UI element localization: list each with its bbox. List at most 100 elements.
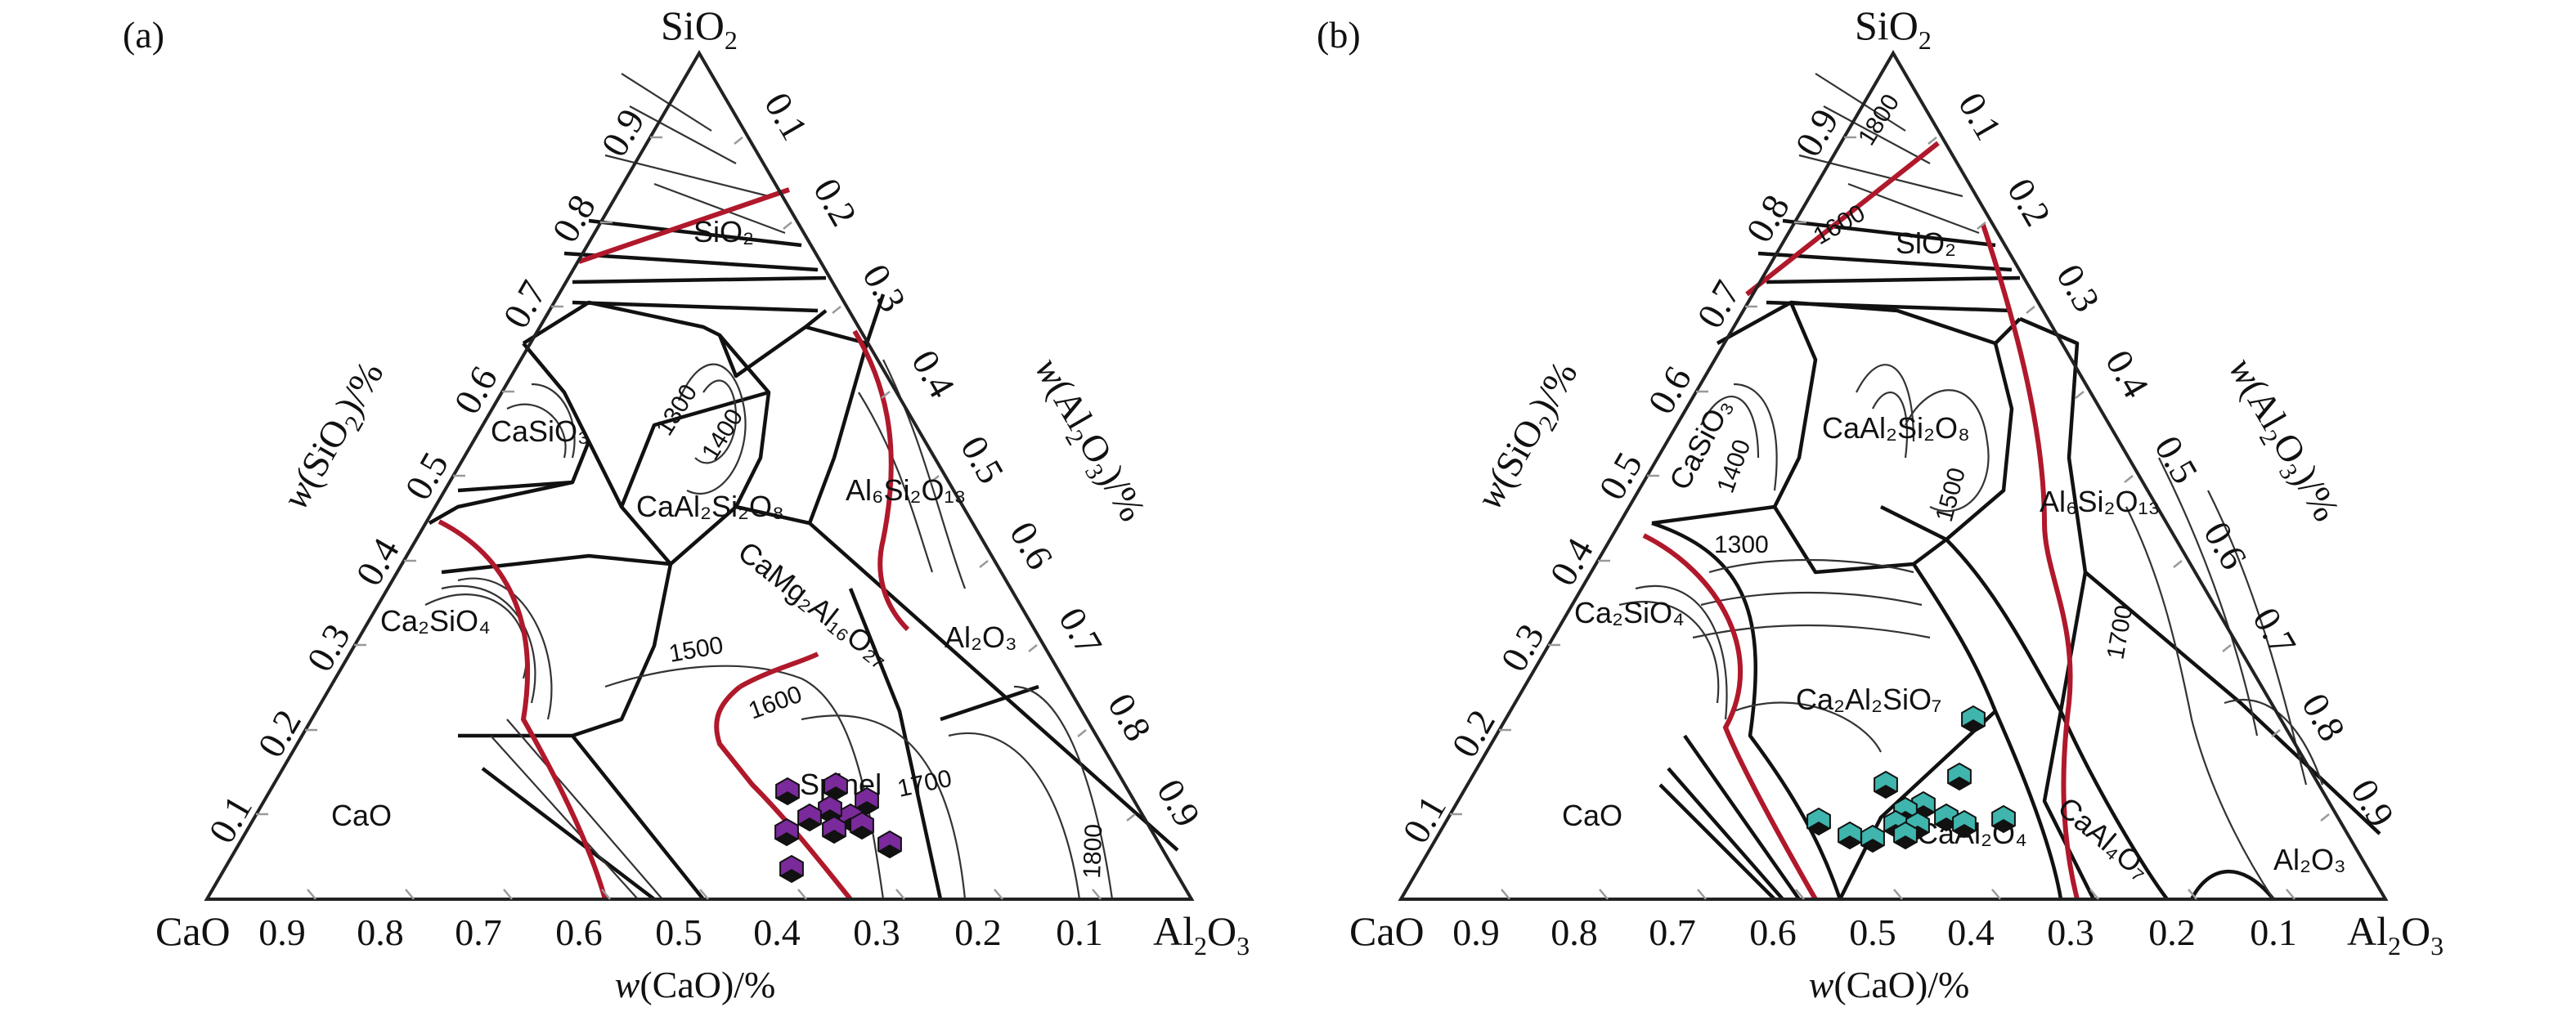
sample-markers-a <box>774 772 902 884</box>
tick-label: 0.8 <box>1738 188 1797 249</box>
field-label: CaAl₂Si₂O₈ <box>1822 411 1970 445</box>
tick-label: 0.1 <box>1394 789 1454 850</box>
axis-title-bottom-b: w(CaO)/% <box>1809 964 1970 1005</box>
tick-label: 0.3 <box>855 257 914 319</box>
tick-label: 0.6 <box>1749 911 1797 953</box>
ternary-panel-a: (a) SiO2 CaO Al2O3 <box>123 2 1250 1005</box>
tick-label: 0.3 <box>853 911 900 953</box>
tick-label: 0.1 <box>200 789 260 850</box>
panel-label-a: (a) <box>123 14 164 56</box>
hexagon-marker-icon <box>877 830 902 859</box>
vertex-label-al2o3-b: Al2O3 <box>2347 908 2444 961</box>
tick-label: 0.9 <box>1452 911 1500 953</box>
tick-label: 0.6 <box>446 360 505 421</box>
tick-label: 0.3 <box>2049 257 2108 319</box>
axis-title-left-b: w(SiO2)/% <box>1468 354 1591 518</box>
ternary-triangle-a <box>204 50 1195 901</box>
field-label: CaSiO₃ <box>491 414 590 448</box>
isotherm-label: 1700 <box>895 765 954 803</box>
tick-label: 0.4 <box>904 343 963 405</box>
tick-label: 0.2 <box>806 172 865 233</box>
isotherms-a <box>424 73 1114 900</box>
tick-label: 0.1 <box>1950 86 2010 147</box>
hexagon-marker-icon <box>855 786 879 816</box>
field-label: Ca₂SiO₄ <box>1574 596 1685 629</box>
field-label: CaMg₂Al₁₆O₂₇ <box>732 535 896 674</box>
field-label: Ca₂Al₂SiO₇ <box>1796 683 1941 716</box>
tick-label: 0.1 <box>1056 911 1103 953</box>
field-label: CaAl₂Si₂O₈ <box>636 490 784 523</box>
field-label: CaO <box>331 799 392 832</box>
hexagon-marker-icon <box>1838 821 1862 850</box>
left-tick-labels-b: 0.1 0.2 0.3 0.4 0.5 0.6 0.7 0.8 0.9 <box>1394 102 1847 850</box>
tick-label: 0.8 <box>357 911 404 953</box>
tick-label: 0.4 <box>1947 911 1995 953</box>
hexagon-marker-icon <box>822 815 846 844</box>
tick-label: 0.4 <box>348 531 407 593</box>
field-label: CaO <box>1562 799 1622 832</box>
tick-label: 0.6 <box>1002 515 1061 576</box>
tick-label: 0.5 <box>1849 911 1896 953</box>
tick-label: 0.4 <box>753 911 801 953</box>
vertex-label-sio2-b: SiO2 <box>1855 2 1932 55</box>
tick-label: 0.9 <box>1149 772 1209 834</box>
tick-label: 0.5 <box>2147 429 2206 490</box>
isotherm-label: 1500 <box>1931 465 1971 525</box>
tick-label: 0.2 <box>954 911 1002 953</box>
hexagon-marker-icon <box>775 777 800 806</box>
hexagon-marker-icon <box>1947 762 1972 791</box>
field-label: Al₂O₃ <box>2273 843 2346 876</box>
field-label: Al₂O₃ <box>945 620 1017 654</box>
tick-label: 0.3 <box>298 617 358 678</box>
tick-label: 0.8 <box>544 188 604 249</box>
field-label: Ca₂SiO₄ <box>380 604 491 638</box>
tick-label: 0.9 <box>1787 102 1847 163</box>
tick-label: 0.7 <box>1649 911 1696 953</box>
ternary-panel-b: (b) SiO2 CaO Al2O3 <box>1317 2 2444 1005</box>
tick-label: 0.5 <box>1591 446 1650 507</box>
field-label: SiO₂ <box>1896 226 1956 260</box>
hexagon-marker-icon <box>779 854 804 884</box>
axis-title-bottom-a: w(CaO)/% <box>615 964 776 1005</box>
panel-label-b: (b) <box>1317 14 1361 56</box>
hexagon-marker-icon <box>1806 807 1831 836</box>
tick-marks-a <box>256 136 1136 900</box>
vertex-label-sio2-a: SiO2 <box>661 2 738 55</box>
right-tick-labels-a: 0.1 0.2 0.3 0.4 0.5 0.6 0.7 0.8 0.9 <box>756 86 1209 834</box>
hexagon-marker-icon <box>850 811 874 840</box>
tick-label: 0.8 <box>2294 687 2354 748</box>
left-tick-labels-a: 0.1 0.2 0.3 0.4 0.5 0.6 0.7 0.8 0.9 <box>200 102 653 850</box>
red-isotherms-a <box>438 187 910 901</box>
vertex-label-cao-b: CaO <box>1349 908 1425 954</box>
hexagon-marker-icon <box>774 817 799 847</box>
hexagon-marker-icon <box>1952 809 1977 839</box>
field-label: Al₆Si₂O₁₃ <box>846 473 966 507</box>
vertex-label-al2o3-a: Al2O3 <box>1153 908 1250 961</box>
tick-label: 0.7 <box>1689 274 1748 335</box>
tick-label: 0.7 <box>1051 601 1111 662</box>
hexagon-marker-icon <box>1961 705 1986 734</box>
red-isotherms-b <box>1642 141 2080 901</box>
tick-label: 0.3 <box>2047 911 2094 953</box>
tick-label: 0.7 <box>455 911 502 953</box>
isotherm-label: 1500 <box>666 632 725 668</box>
tick-label: 0.8 <box>1100 687 1160 748</box>
tick-label: 0.5 <box>397 446 456 507</box>
axis-title-right-a: w(Al2O3)/% <box>1022 351 1154 531</box>
tick-label: 0.2 <box>1443 703 1503 764</box>
isotherm-label: 1800 <box>1079 823 1107 879</box>
bottom-tick-labels-a: 0.9 0.8 0.7 0.6 0.5 0.4 0.3 0.2 0.1 <box>258 911 1103 953</box>
bottom-tick-labels-b: 0.9 0.8 0.7 0.6 0.5 0.4 0.3 0.2 0.1 <box>1452 911 2297 953</box>
tick-label: 0.9 <box>2343 772 2403 834</box>
tick-label: 0.1 <box>756 86 816 147</box>
isotherm-label: 1300 <box>1714 531 1769 558</box>
axis-title-right-b: w(Al2O3)/% <box>2216 351 2348 531</box>
tick-label: 0.6 <box>1640 360 1699 421</box>
tick-label: 0.8 <box>1551 911 1598 953</box>
isotherms-b <box>1618 73 2324 900</box>
isotherm-label: 1600 <box>1809 199 1869 250</box>
tick-label: 0.9 <box>258 911 306 953</box>
axis-title-left-a: w(SiO2)/% <box>274 354 397 518</box>
hexagon-marker-icon <box>1934 803 1959 832</box>
